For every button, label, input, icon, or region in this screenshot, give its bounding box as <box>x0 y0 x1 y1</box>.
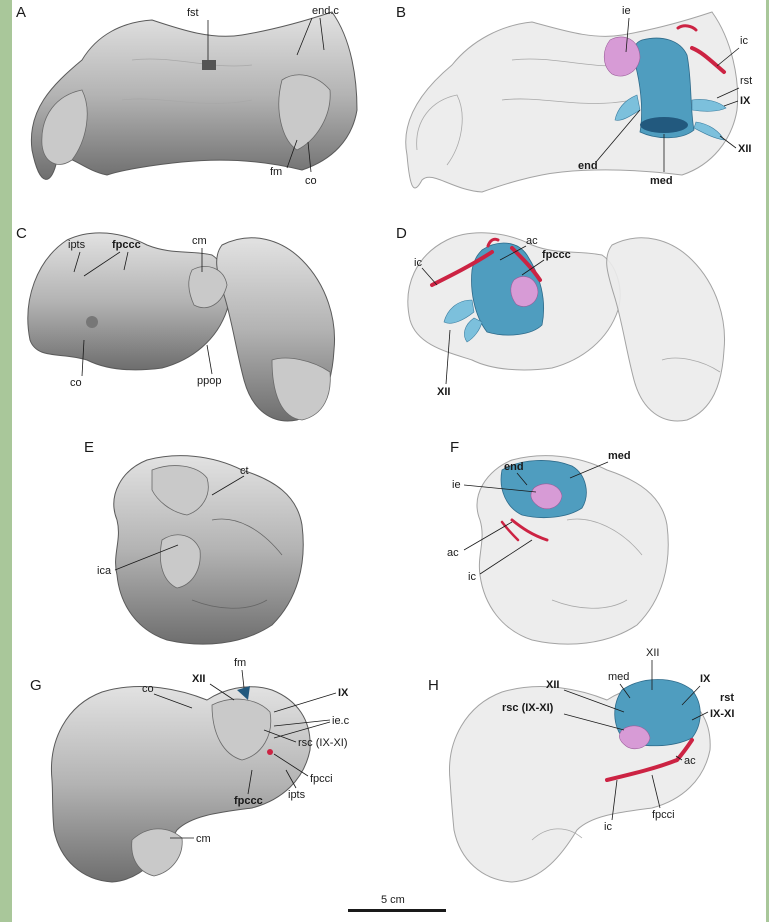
panel-b: B ie ic rst IX XII end med <box>396 4 752 192</box>
label-ic-h: ic <box>604 821 612 833</box>
label-xii-b: XII <box>738 143 751 155</box>
skull-specimen-g <box>51 686 310 882</box>
label-end-b: end <box>578 160 598 172</box>
label-ie-c-g: ie.c <box>332 715 350 727</box>
panel-d: D ac ic fpccc XII <box>396 225 725 421</box>
label-xii-d: XII <box>437 386 450 398</box>
label-ac-f: ac <box>447 547 459 559</box>
label-co-a: co <box>305 175 317 187</box>
scale-bar: 5 cm <box>348 894 446 912</box>
label-end-c: end.c <box>312 5 339 17</box>
label-co-g: co <box>142 683 154 695</box>
label-fm-g: fm <box>234 657 246 669</box>
panel-g: G co XII fm IX ie.c rsc (IX-XI) fpcci fp… <box>30 657 350 882</box>
label-fpccc-g: fpccc <box>234 795 263 807</box>
label-co-c: co <box>70 377 82 389</box>
label-ie-f: ie <box>452 479 461 491</box>
label-xii-h: XII <box>546 679 559 691</box>
label-xii-g: XII <box>192 673 205 685</box>
panel-label-h: H <box>428 677 439 694</box>
scale-bar-label: 5 cm <box>381 894 405 906</box>
label-cm-g: cm <box>196 833 211 845</box>
label-ac-d: ac <box>526 235 538 247</box>
label-ic-f: ic <box>468 571 476 583</box>
label-ac-h: ac <box>684 755 696 767</box>
skull-specimen-e <box>114 456 303 644</box>
label-ix-xi-h: IX-XI <box>710 708 734 720</box>
label-fpcci-g: fpcci <box>310 773 333 785</box>
panel-label-f: F <box>450 439 459 456</box>
panel-label-e: E <box>84 439 94 456</box>
label-ix-g: IX <box>338 687 349 699</box>
label-ipts-c: ipts <box>68 239 86 251</box>
skull-specimen-a <box>31 12 357 179</box>
label-rst-h: rst <box>720 692 734 704</box>
panel-label-c: C <box>16 225 27 242</box>
label-med-h: med <box>608 671 629 683</box>
label-ic-b: ic <box>740 35 748 47</box>
label-fm: fm <box>270 166 282 178</box>
label-fpccc-c: fpccc <box>112 239 141 251</box>
figure-plate: A fst end.c fm co B <box>12 0 766 922</box>
label-end-f: end <box>504 461 524 473</box>
label-fst: fst <box>187 7 199 19</box>
panel-label-g: G <box>30 677 42 694</box>
skull-specimen-c <box>28 233 335 421</box>
panel-label-d: D <box>396 225 407 242</box>
label-rsc-g: rsc (IX-XI) <box>298 737 348 749</box>
label-fpcci-h: fpcci <box>652 809 675 821</box>
panel-f: F end med ie ac ic <box>447 439 668 644</box>
panel-label-a: A <box>16 4 26 21</box>
panel-label-b: B <box>396 4 406 21</box>
label-ct-e: ct <box>240 465 249 477</box>
label-ipts-g: ipts <box>288 789 306 801</box>
label-xii-top-h: XII <box>646 647 659 659</box>
label-cm-c: cm <box>192 235 207 247</box>
label-ppop-c: ppop <box>197 375 221 387</box>
label-med-f: med <box>608 450 631 462</box>
label-ica-e: ica <box>97 565 112 577</box>
label-med-b: med <box>650 175 673 187</box>
panel-h: H XII XII med IX rst IX-XI rsc (IX-XI) a… <box>428 647 734 882</box>
panel-c: C ipts fpccc cm co ppop <box>16 225 335 421</box>
panel-e: E ct ica <box>84 439 303 644</box>
label-ix-h: IX <box>700 673 711 685</box>
panel-a: A fst end.c fm co <box>16 4 357 187</box>
scale-bar-line <box>348 909 446 912</box>
label-ic-d: ic <box>414 257 422 269</box>
skull-transparent-d <box>408 233 725 421</box>
label-ix-b: IX <box>740 95 751 107</box>
label-rst-b: rst <box>740 75 752 87</box>
label-ie-b: ie <box>622 5 631 17</box>
label-fpccc-d: fpccc <box>542 249 571 261</box>
label-rsc-h: rsc (IX-XI) <box>502 702 554 714</box>
